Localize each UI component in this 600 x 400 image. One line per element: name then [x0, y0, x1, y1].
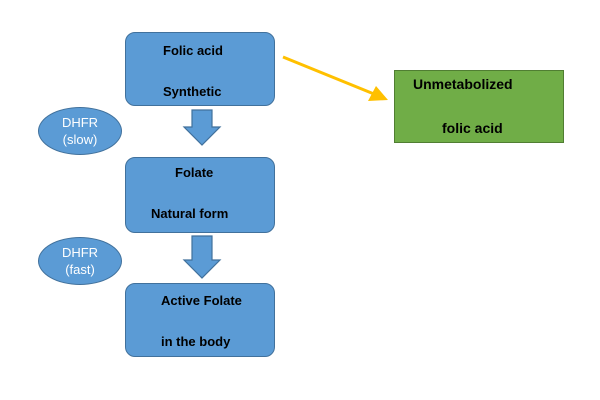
dhfr-fast-label: DHFR — [61, 245, 99, 260]
active-folate-subtitle: in the body — [161, 334, 231, 349]
active-folate-box: Active Folate in the body — [125, 283, 275, 357]
dhfr-fast-ellipse: DHFR (fast) — [38, 237, 122, 285]
dhfr-slow-ellipse: DHFR (slow) — [38, 107, 122, 155]
dhfr-slow-rate: (slow) — [62, 132, 98, 147]
folic-acid-subtitle: Synthetic — [163, 84, 222, 99]
folate-box: Folate Natural form — [125, 157, 275, 233]
folic-acid-title: Folic acid — [163, 43, 223, 58]
folate-title: Folate — [175, 165, 214, 180]
dhfr-fast-rate: (fast) — [65, 262, 95, 277]
yellow-arrow-head — [368, 86, 388, 101]
down-arrow-2 — [182, 235, 222, 279]
down-arrow-1 — [182, 109, 222, 146]
folic-acid-box: Folic acid Synthetic — [125, 32, 275, 106]
yellow-arrow-line — [282, 55, 375, 96]
active-folate-title: Active Folate — [161, 293, 242, 308]
unmetabolized-title: Unmetabolized — [413, 76, 513, 92]
folate-subtitle: Natural form — [151, 206, 229, 221]
unmetabolized-folic-acid-box: Unmetabolized folic acid — [394, 70, 564, 143]
unmetabolized-subtitle: folic acid — [442, 120, 503, 136]
dhfr-slow-label: DHFR — [61, 115, 99, 130]
